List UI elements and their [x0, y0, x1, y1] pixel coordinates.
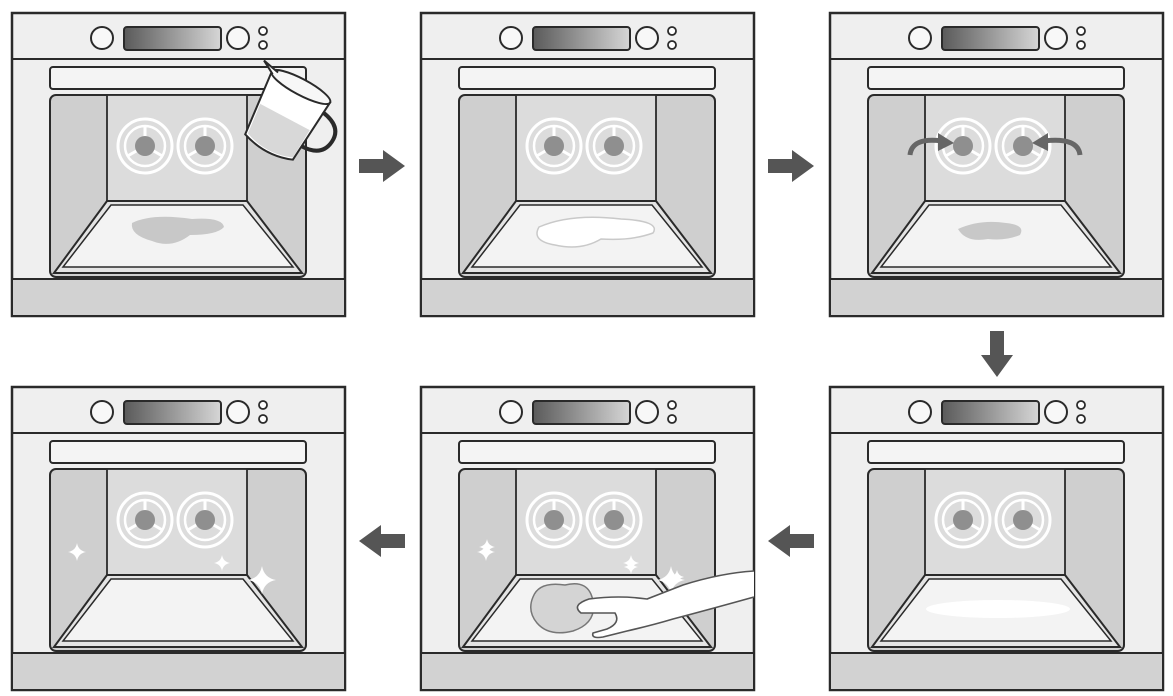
fan-icon [934, 117, 992, 175]
indicator-light [1076, 414, 1086, 424]
arrow-icon [907, 133, 954, 156]
display-panel [941, 26, 1040, 51]
arrow-icon [981, 331, 1013, 377]
sparkle-icon [657, 566, 685, 594]
arrow-icon [359, 150, 405, 182]
control-knob-right [635, 400, 659, 424]
oven-panel-step-5 [419, 385, 756, 692]
arrow-icon [768, 150, 814, 182]
sparkle-icon [68, 543, 86, 561]
arrow-icon [1032, 133, 1083, 156]
sparkle-icon [624, 560, 638, 574]
indicator-light [258, 400, 268, 410]
pitcher-water [247, 103, 310, 158]
door-handle [458, 66, 716, 90]
control-knob-right [226, 26, 250, 50]
door-handle [458, 440, 716, 464]
display-panel [532, 26, 631, 51]
cleaning-cloth [530, 583, 595, 634]
control-knob-right [1044, 400, 1068, 424]
indicator-light [258, 414, 268, 424]
indicator-light [1076, 40, 1086, 50]
oven-base [420, 652, 755, 691]
door-handle [49, 66, 307, 90]
control-knob-right [226, 400, 250, 424]
floor-tray [61, 578, 295, 642]
sparkle-icon [670, 570, 684, 584]
indicator-light [258, 26, 268, 36]
door-handle [867, 66, 1125, 90]
oven-base [11, 278, 346, 317]
control-knob-left [499, 26, 523, 50]
indicator-light [667, 414, 677, 424]
oven-panel-step-6 [10, 385, 347, 692]
display-panel [532, 400, 631, 425]
control-knob-left [908, 400, 932, 424]
fan-icon [176, 491, 234, 549]
fan-icon [585, 117, 643, 175]
sparkle-icon [248, 566, 276, 594]
fan-icon [934, 491, 992, 549]
indicator-light [1076, 26, 1086, 36]
indicator-light [667, 40, 677, 50]
sparkle-icon [479, 539, 495, 555]
indicator-light [258, 40, 268, 50]
control-knob-left [908, 26, 932, 50]
water-pool [131, 216, 224, 244]
oven-panel-step-3 [828, 11, 1165, 318]
fan-icon [994, 491, 1052, 549]
display-panel [123, 26, 222, 51]
water-pool [958, 221, 1022, 240]
display-panel [123, 400, 222, 425]
oven-base [11, 652, 346, 691]
display-panel [941, 400, 1040, 425]
pitcher-icon [244, 59, 338, 161]
indicator-light [1076, 400, 1086, 410]
oven-cavity [49, 468, 307, 652]
fan-icon [116, 491, 174, 549]
sparkle-icon [477, 543, 495, 561]
oven-base [829, 278, 1164, 317]
control-knob-left [90, 400, 114, 424]
arrow-icon [359, 525, 405, 557]
door-handle [49, 440, 307, 464]
oven-cavity [458, 94, 716, 278]
sparkle-icon [214, 555, 230, 571]
fan-icon [176, 117, 234, 175]
oven-base [829, 652, 1164, 691]
water-pool [536, 216, 655, 248]
door-handle [867, 440, 1125, 464]
fan-icon [525, 117, 583, 175]
fan-icon [585, 491, 643, 549]
oven-panel-step-2 [419, 11, 756, 318]
oven-cavity [867, 94, 1125, 278]
oven-cavity [867, 468, 1125, 652]
arrow-icon [768, 525, 814, 557]
steam-film [926, 600, 1070, 618]
hand-icon [530, 570, 755, 639]
indicator-light [667, 26, 677, 36]
oven-base [420, 278, 755, 317]
control-knob-right [1044, 26, 1068, 50]
fan-icon [525, 491, 583, 549]
control-knob-left [499, 400, 523, 424]
fan-icon [116, 117, 174, 175]
control-knob-left [90, 26, 114, 50]
indicator-light [667, 400, 677, 410]
pitcher-handle [301, 110, 338, 153]
oven-panel-step-1 [10, 11, 347, 318]
control-knob-right [635, 26, 659, 50]
oven-panel-step-4 [828, 385, 1165, 692]
pitcher-spout [263, 59, 279, 75]
